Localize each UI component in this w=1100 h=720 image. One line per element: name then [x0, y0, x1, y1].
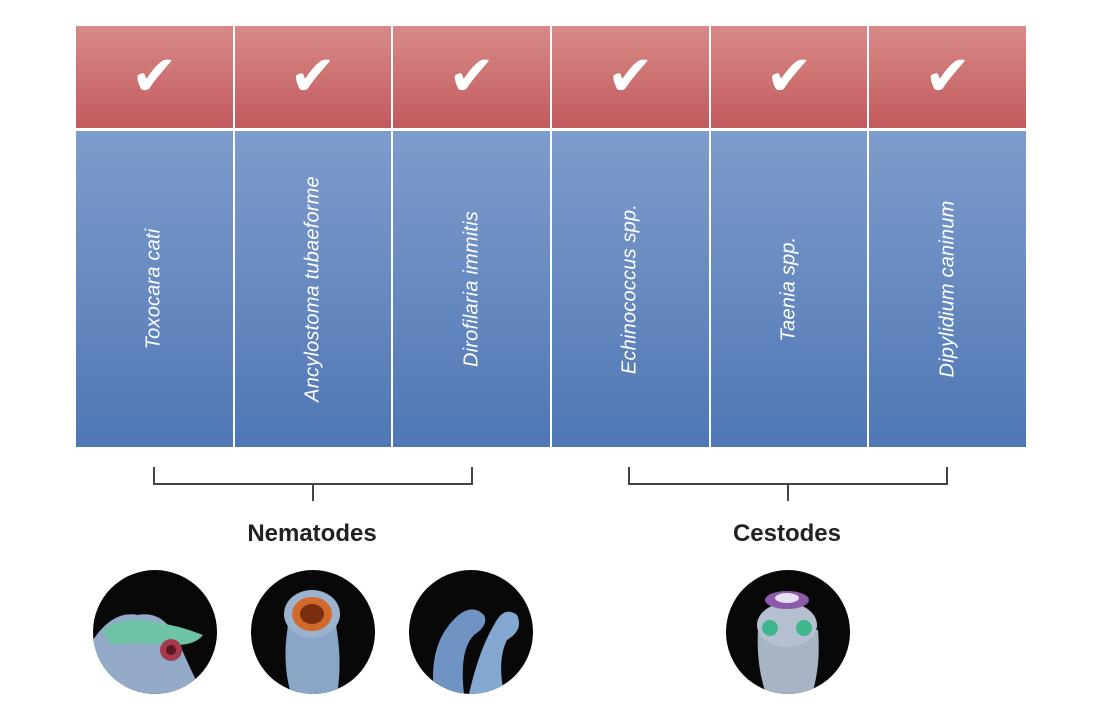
parasite-coverage-table: ✔ Toxocara cati ✔ Ancylostoma tubaeforme… [76, 26, 1027, 447]
parasite-name-cell: Dipylidium caninum [869, 131, 1027, 447]
cestode-scolex-micrograph-image [726, 570, 850, 694]
cestodes-bracket [628, 467, 948, 485]
parasite-name: Ancylostoma tubaeforme [301, 176, 324, 402]
parasite-name-cell: Ancylostoma tubaeforme [234, 131, 392, 447]
check-cell: ✔ [552, 26, 709, 128]
cestodes-label: Cestodes [732, 520, 842, 547]
checkmark-icon: ✔ [765, 44, 813, 109]
check-cell: ✔ [393, 26, 551, 128]
checkmark-icon: ✔ [924, 44, 972, 109]
parasite-name-cell: Echinococcus spp. [552, 131, 709, 447]
checkmark-icon: ✔ [448, 44, 496, 109]
checkmark-icon: ✔ [606, 44, 654, 109]
nematodes-label: Nematodes [247, 520, 377, 547]
nematodes-bracket [153, 467, 473, 485]
parasite-name: Toxocara cati [142, 228, 165, 350]
parasite-name: Dirofilaria immitis [460, 210, 483, 368]
toxocara-micrograph-image [93, 570, 217, 694]
column-dipylidium: ✔ Dipylidium caninum [869, 26, 1027, 447]
check-cell: ✔ [234, 26, 392, 128]
column-taenia: ✔ Taenia spp. [710, 26, 868, 447]
parasite-name-cell: Dirofilaria immitis [393, 131, 551, 447]
column-toxocara: ✔ Toxocara cati [76, 26, 233, 447]
parasite-name-cell: Taenia spp. [710, 131, 868, 447]
check-cell: ✔ [76, 26, 233, 128]
parasite-name: Taenia spp. [777, 236, 800, 342]
parasite-name: Echinococcus spp. [618, 203, 641, 375]
column-dirofilaria: ✔ Dirofilaria immitis [393, 26, 551, 447]
column-ancylostoma: ✔ Ancylostoma tubaeforme [234, 26, 392, 447]
check-cell: ✔ [869, 26, 1027, 128]
check-cell: ✔ [710, 26, 868, 128]
column-echinococcus: ✔ Echinococcus spp. [552, 26, 709, 447]
checkmark-icon: ✔ [289, 44, 337, 109]
checkmark-icon: ✔ [130, 44, 178, 109]
ancylostoma-micrograph-image [251, 570, 375, 694]
parasite-name: Dipylidium caninum [936, 200, 959, 378]
parasite-name-cell: Toxocara cati [76, 131, 233, 447]
dirofilaria-micrograph-image [409, 570, 533, 694]
